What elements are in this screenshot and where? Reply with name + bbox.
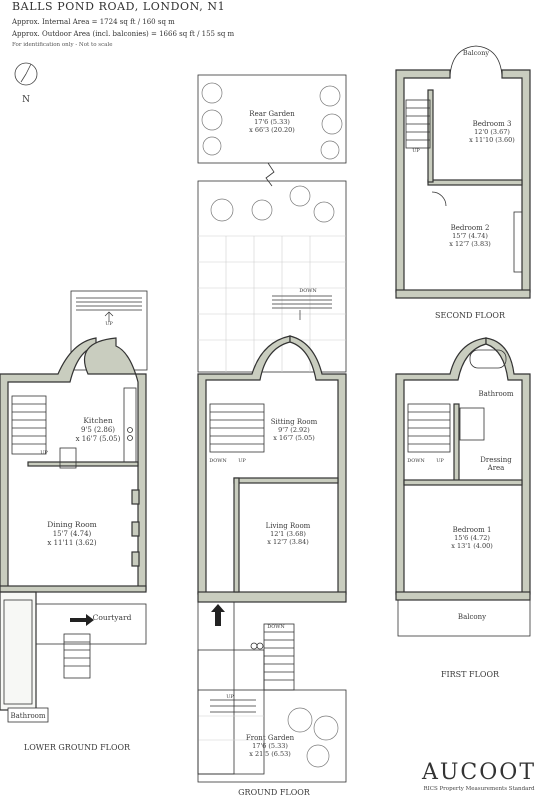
first-floor-label: FIRST FLOOR (441, 670, 500, 679)
living-room-dim1: 12'1 (3.68) (270, 530, 306, 538)
rear-garden-dim2: x 66'3 (20.20) (249, 126, 295, 134)
first-floor-bathroom-label: Bathroom (478, 390, 513, 398)
first-floor-balcony-label: Balcony (458, 613, 486, 621)
front-garden-dim1: 17'6 (5.33) (252, 742, 288, 750)
sitting-room-label: Sitting Room (271, 418, 318, 426)
dining-room-label: Dining Room (47, 520, 96, 529)
bedroom-2-label: Bedroom 2 (451, 224, 490, 232)
rear-garden-label: Rear Garden (249, 110, 295, 118)
gf-front-stair-up-label: UP (226, 694, 234, 700)
lower-ground-floor-plan (0, 290, 148, 723)
sitting-room-dim2: x 16'7 (5.05) (273, 434, 315, 442)
front-garden-label: Front Garden (246, 734, 295, 742)
kitchen-dim2: x 16'7 (5.05) (76, 435, 121, 443)
lg-stair-up-label: UP (105, 321, 113, 327)
bedroom-2-dim2: x 12'7 (3.83) (449, 240, 491, 248)
kitchen-label: Kitchen (83, 416, 112, 425)
compass-north-label: N (22, 95, 30, 105)
living-room-dim2: x 12'7 (3.84) (267, 538, 309, 546)
kitchen-dim1: 9'5 (2.86) (81, 426, 115, 434)
ground-floor-plan (197, 74, 347, 783)
brand-block: AUCOOT RICS Property Measurements Standa… (422, 760, 536, 792)
gf-front-stair-down-label: DOWN (267, 624, 285, 630)
outdoor-area-text: Approx. Outdoor Area (incl. balconies) =… (12, 30, 235, 38)
bedroom-2-dim1: 15'7 (4.74) (452, 232, 488, 240)
brand-subtitle: RICS Property Measurements Standard (423, 786, 535, 792)
lower-ground-floor-label: LOWER GROUND FLOOR (24, 743, 131, 752)
bedroom-3-label: Bedroom 3 (473, 120, 512, 128)
dressing-area-label: Dressing (480, 456, 512, 464)
disclaimer-text: For identification only - Not to scale (12, 42, 113, 48)
ff-stair-up-label: UP (436, 458, 444, 464)
lg-inner-stair-up-label: UP (40, 450, 48, 456)
ff-stair-down-label: DOWN (407, 458, 425, 464)
first-floor-plan (395, 337, 531, 637)
gf-stair-up-label: UP (238, 458, 246, 464)
brand-logo: AUCOOT (421, 760, 536, 785)
property-title: BALLS POND ROAD, LONDON, N1 (12, 0, 226, 13)
second-floor-label: SECOND FLOOR (435, 311, 506, 320)
front-garden-dim2: x 21'5 (6.53) (249, 750, 291, 758)
living-room-label: Living Room (266, 522, 311, 530)
compass-icon (14, 62, 38, 86)
dining-room-dim1: 15'7 (4.74) (53, 530, 92, 538)
bedroom-1-label: Bedroom 1 (453, 526, 492, 534)
second-floor-plan (395, 45, 531, 299)
sf-stair-up-label: UP (412, 148, 420, 154)
bedroom-1-dim2: x 13'1 (4.00) (451, 542, 493, 550)
bedroom-3-dim1: 12'0 (3.67) (474, 128, 510, 136)
gf-stair-down-label: DOWN (209, 458, 227, 464)
internal-area-text: Approx. Internal Area = 1724 sq ft / 160… (12, 18, 175, 26)
dining-room-dim2: x 11'11 (3.62) (47, 539, 96, 547)
bedroom-1-dim1: 15'6 (4.72) (454, 534, 490, 542)
lower-bathroom-label: Bathroom (10, 712, 45, 720)
sitting-room-dim1: 9'7 (2.92) (278, 426, 310, 434)
courtyard-label: Courtyard (93, 613, 132, 622)
gf-garden-down-label: DOWN (299, 288, 317, 294)
ground-floor-label: GROUND FLOOR (238, 788, 311, 797)
dressing-area-label-2: Area (487, 464, 505, 472)
second-floor-balcony-label: Balcony (463, 49, 489, 57)
rear-garden-dim1: 17'6 (5.33) (254, 118, 290, 126)
bedroom-3-dim2: x 11'10 (3.60) (469, 136, 515, 144)
